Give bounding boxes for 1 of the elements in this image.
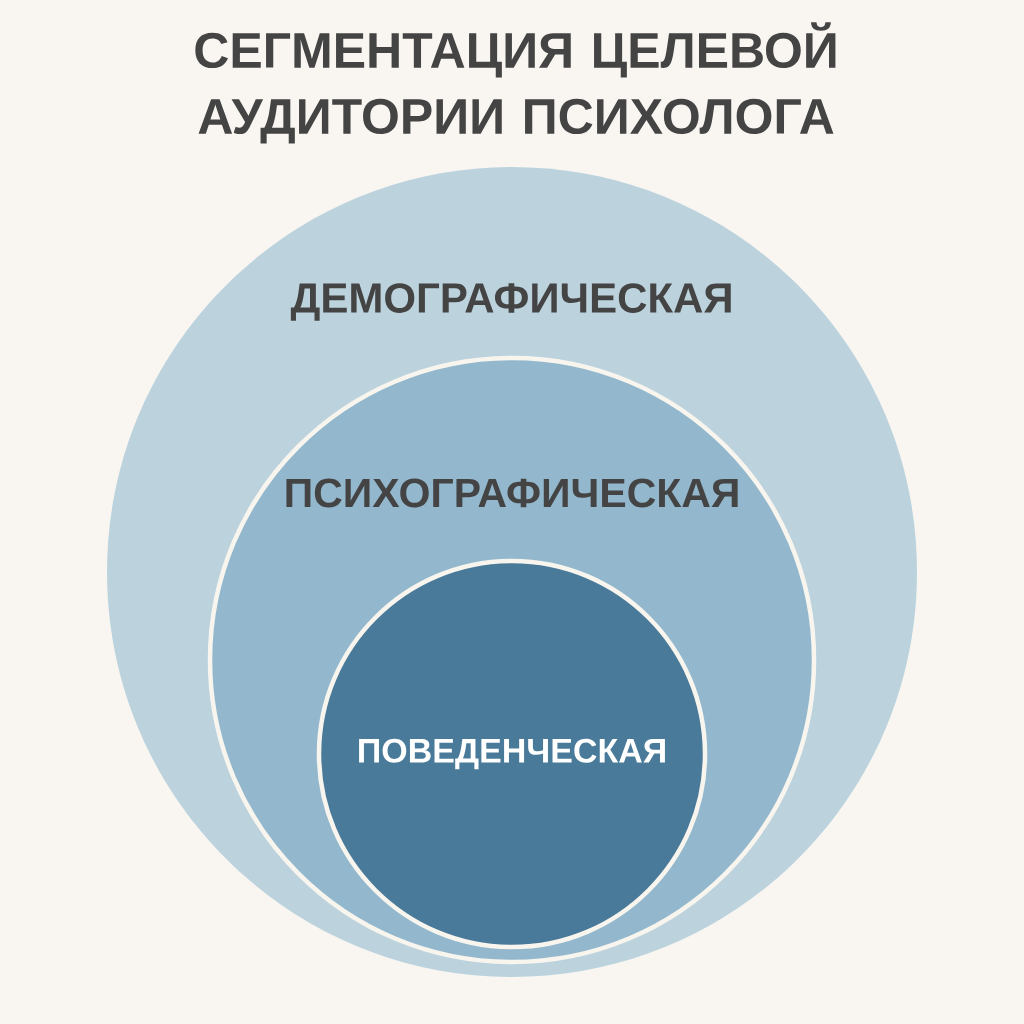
title: СЕГМЕНТАЦИЯ ЦЕЛЕВОЙ АУДИТОРИИ ПСИХОЛОГА <box>195 22 836 144</box>
